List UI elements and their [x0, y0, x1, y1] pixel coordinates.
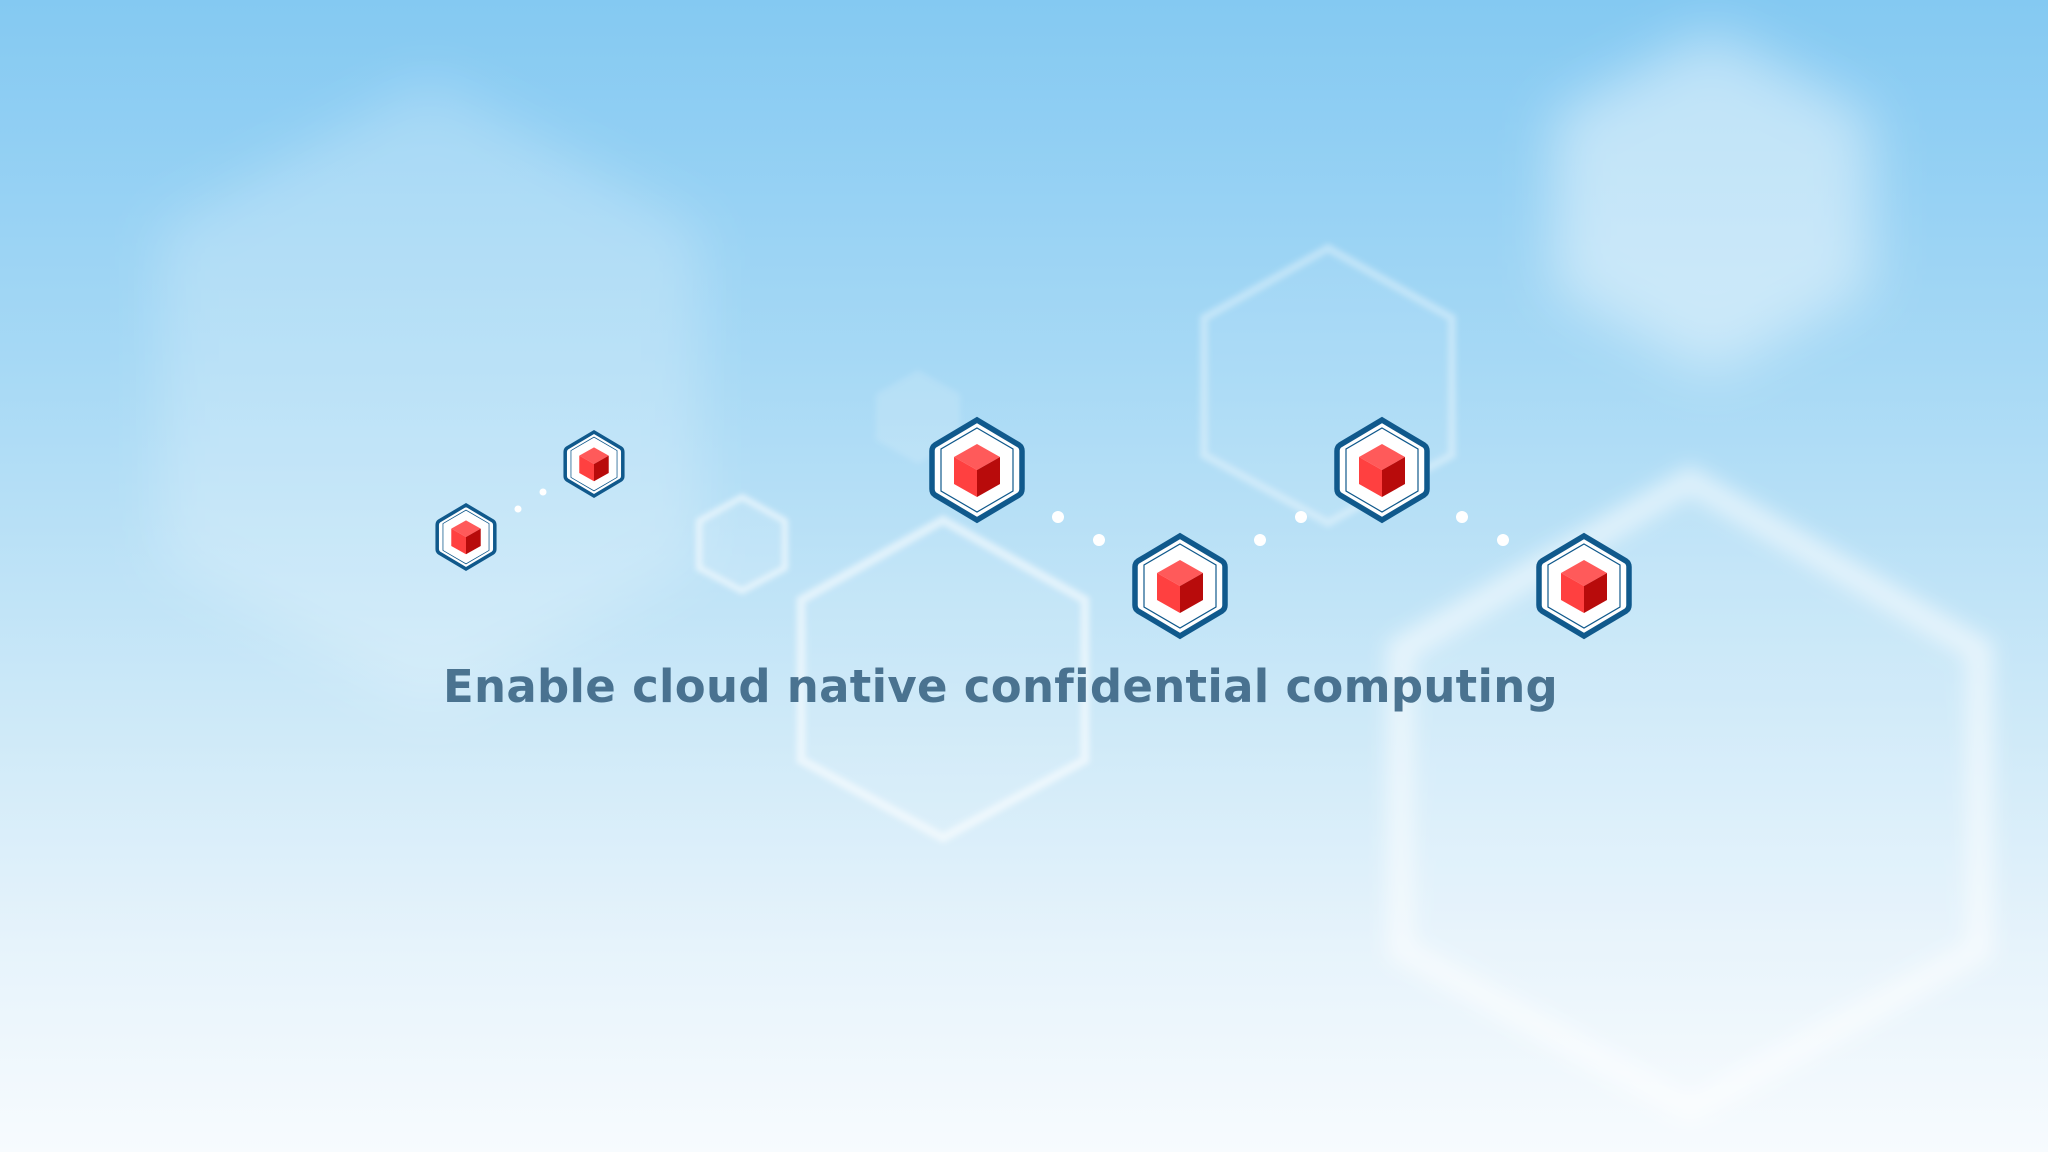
bg-hexagon-top-right [1554, 30, 1870, 375]
bg-hexagon-large-left [160, 80, 700, 710]
connector-dot [1456, 511, 1468, 523]
connector-dot [1295, 511, 1307, 523]
hexagon-cube-icon [563, 430, 625, 498]
bg-hexagon-small [696, 493, 788, 595]
connector-dot [1497, 534, 1509, 546]
connector-dot [514, 505, 522, 513]
tagline: Enable cloud native confidential computi… [443, 660, 1559, 713]
hexagon-cube-icon [932, 420, 1022, 520]
bg-hexagon-bottom-right [1387, 464, 1993, 1125]
connector-dot [1052, 511, 1064, 523]
hexagon-cube-icon [1337, 420, 1427, 520]
bg-hexagon-center [796, 514, 1090, 844]
connector-dot [1254, 534, 1266, 546]
connector-dot [539, 488, 547, 496]
hexagon-cube-icon [1539, 536, 1629, 636]
hexagon-cube-icon [1135, 536, 1225, 636]
hexagon-cube-icon [435, 503, 497, 571]
connector-dot [1093, 534, 1105, 546]
